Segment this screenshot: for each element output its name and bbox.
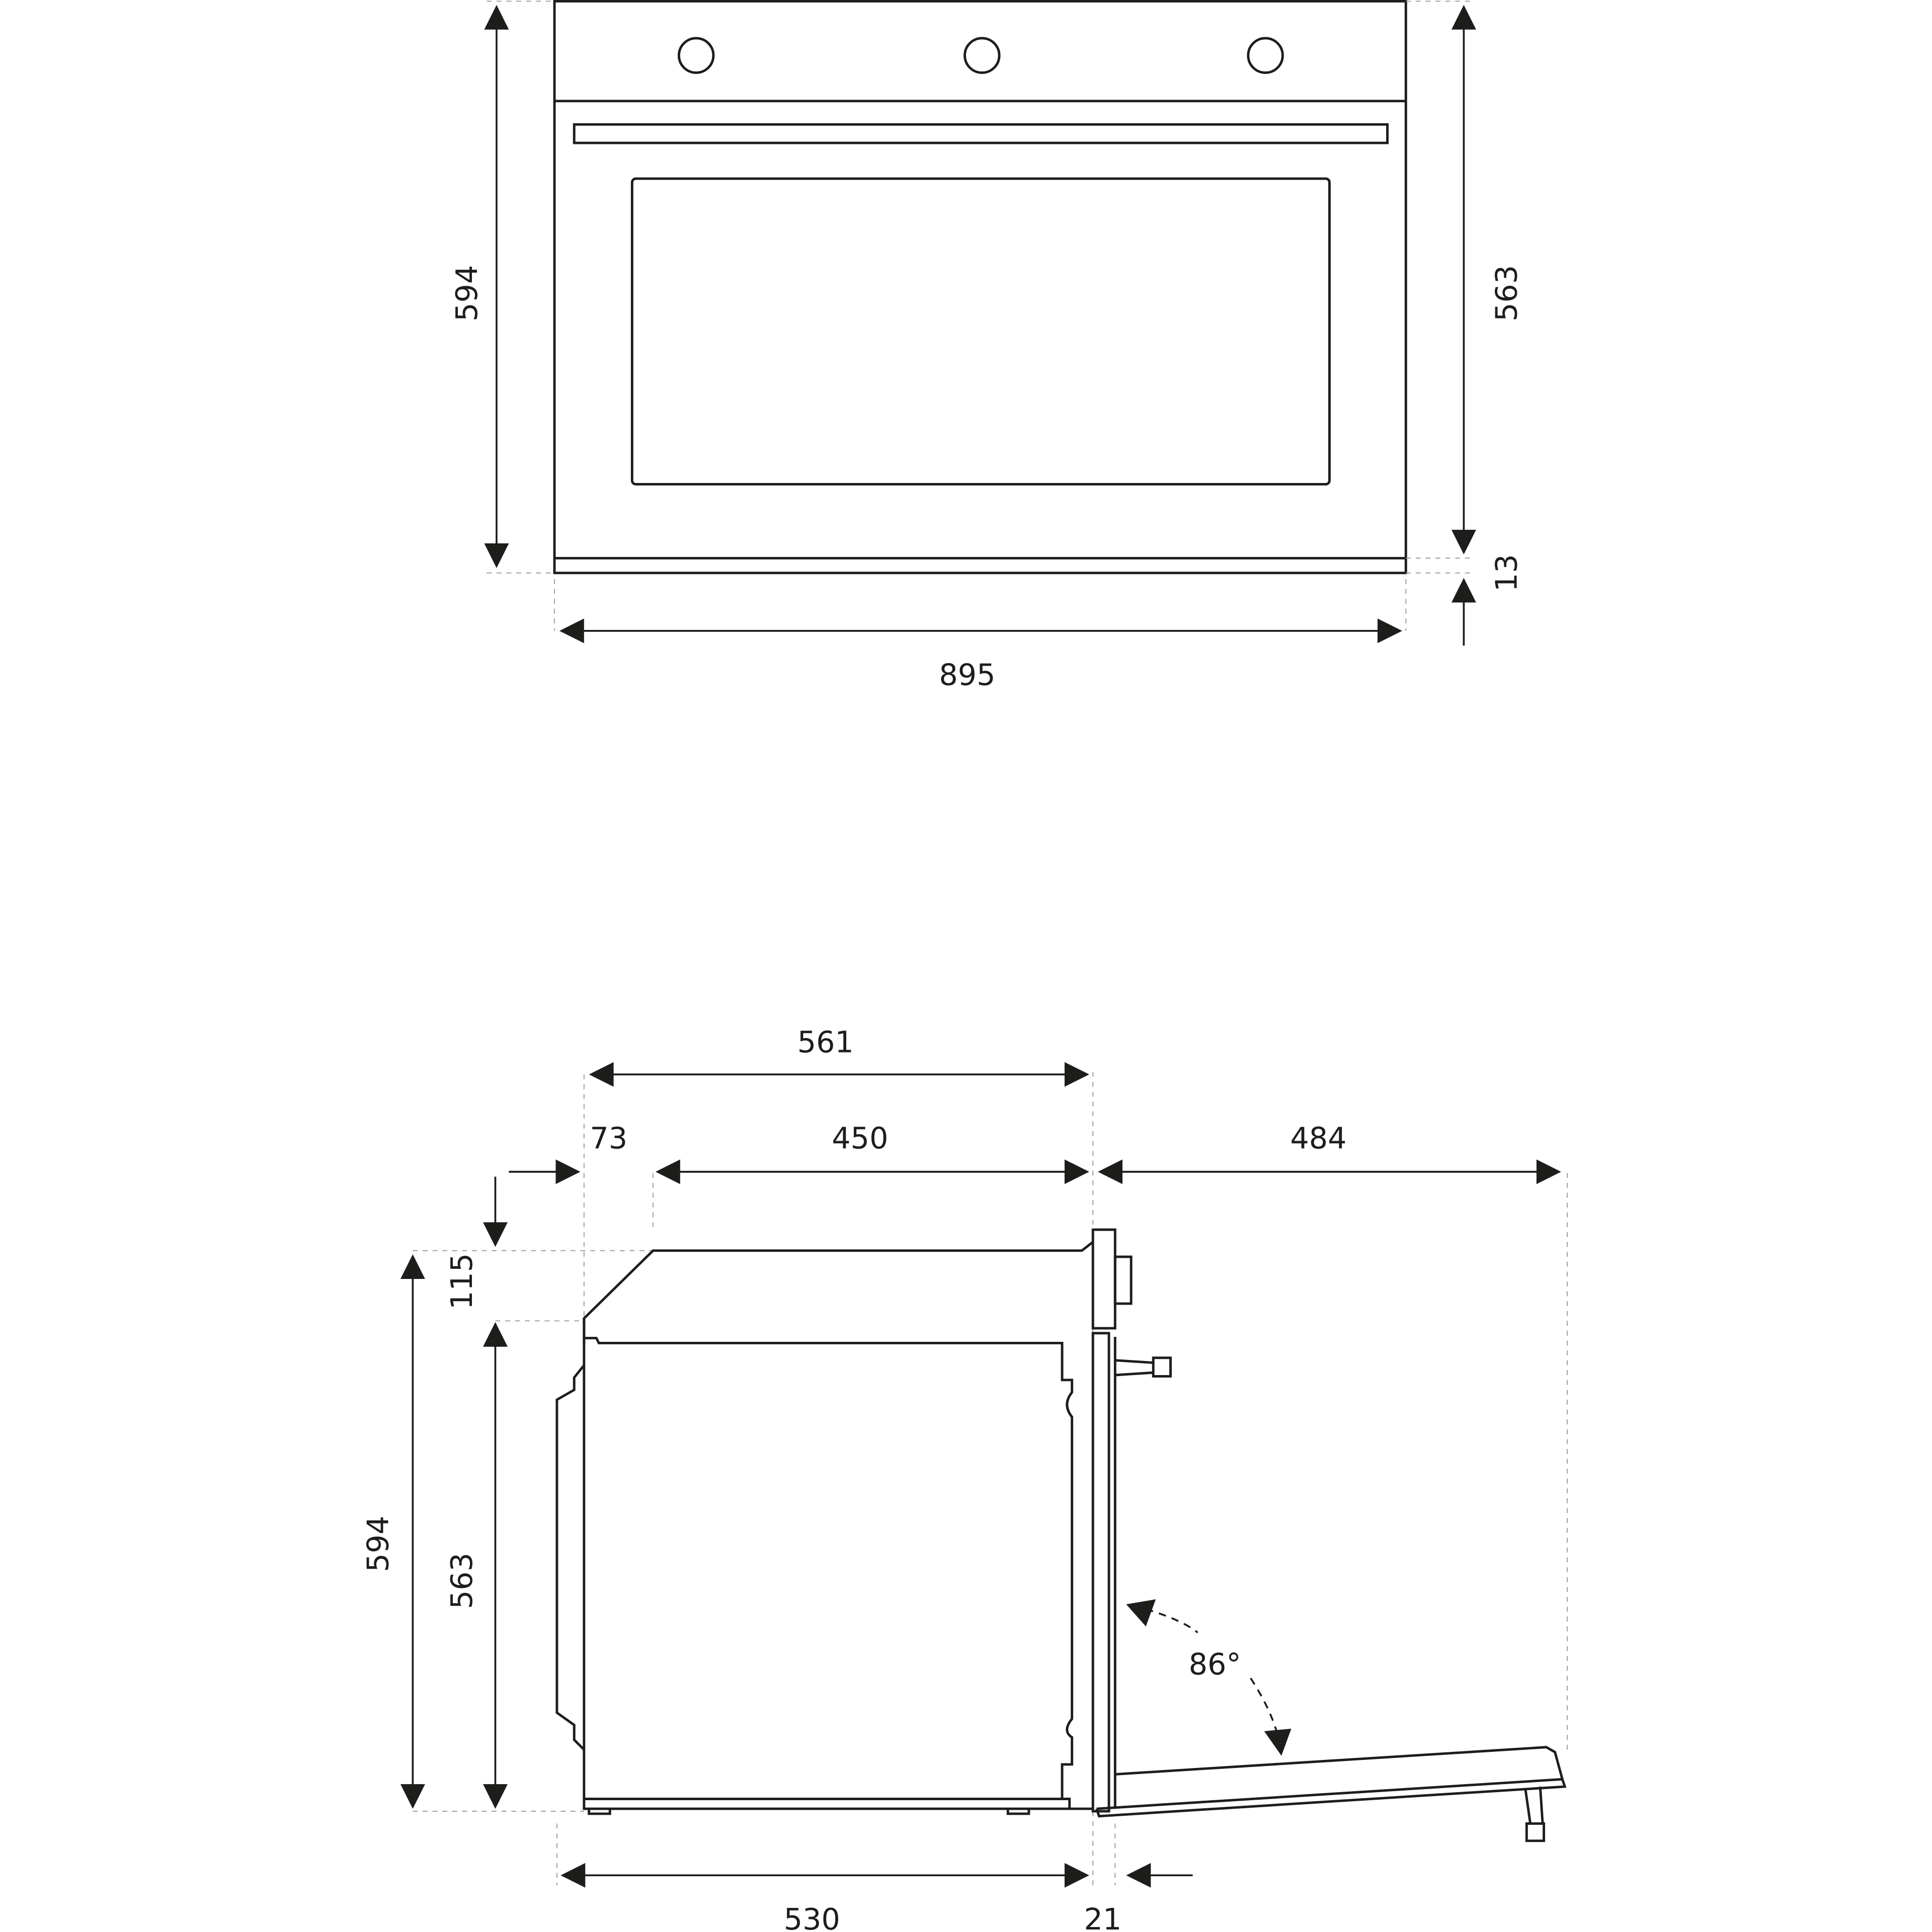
- arrow-icon: [483, 1222, 508, 1247]
- dim-side-top-offset: 73: [590, 1120, 627, 1155]
- oven-feet: [588, 1809, 1030, 1815]
- dim-side-door-thickness: 21: [1084, 1902, 1121, 1932]
- front-view: 594 563 13 895: [449, 0, 1524, 692]
- dim-side-depth-total: 561: [797, 1024, 854, 1059]
- dim-side-door-projection: 484: [1290, 1120, 1346, 1155]
- arrow-icon: [1451, 578, 1476, 603]
- knob-1: [677, 37, 715, 74]
- arrow-icon: [1126, 1863, 1151, 1888]
- dim-front-height-total: 594: [449, 265, 484, 321]
- door-handle-bar: [1115, 1359, 1154, 1377]
- door-window: [630, 177, 1331, 486]
- open-door: [1095, 1746, 1567, 1818]
- handle-grip-open: [1525, 1822, 1546, 1842]
- knob-side: [1113, 1255, 1133, 1305]
- arrow-icon: [555, 1159, 581, 1184]
- dim-side-door-angle: 86°: [1189, 1647, 1241, 1681]
- angle-arc-upper: [1146, 1608, 1198, 1634]
- angle-arc-lower: [1250, 1677, 1277, 1732]
- oven-body-side: [583, 1318, 1074, 1810]
- oven-front-outline: [553, 0, 1407, 575]
- door-handle-grip: [1152, 1356, 1172, 1378]
- oven-top-chamfer: [583, 1241, 1094, 1343]
- dim-side-depth-top: 450: [832, 1120, 888, 1155]
- knob-2: [963, 37, 1001, 74]
- extension-lines: [487, 1, 1473, 631]
- dim-side-depth-body: 530: [784, 1902, 840, 1932]
- side-view: 561 73 450 484 115 563 594 530 21: [360, 1024, 1568, 1932]
- handle-stem-open: [1524, 1786, 1544, 1824]
- dim-side-height-body: 563: [444, 1553, 479, 1609]
- angle-arrow-icon: [1126, 1599, 1292, 1756]
- door-handle: [573, 123, 1389, 144]
- extension-lines: [413, 1072, 1568, 1885]
- door-frame-side: [1091, 1332, 1110, 1813]
- dim-front-width: 895: [939, 658, 995, 692]
- dim-side-height-total: 594: [360, 1515, 395, 1572]
- dim-front-bottom-gap: 13: [1489, 554, 1524, 592]
- front-panel-side: [1091, 1228, 1116, 1330]
- rear-bulge: [555, 1364, 585, 1751]
- dim-side-top-chamfer: 115: [444, 1253, 479, 1310]
- knob-3: [1247, 37, 1284, 74]
- dim-front-height-door: 563: [1489, 265, 1524, 321]
